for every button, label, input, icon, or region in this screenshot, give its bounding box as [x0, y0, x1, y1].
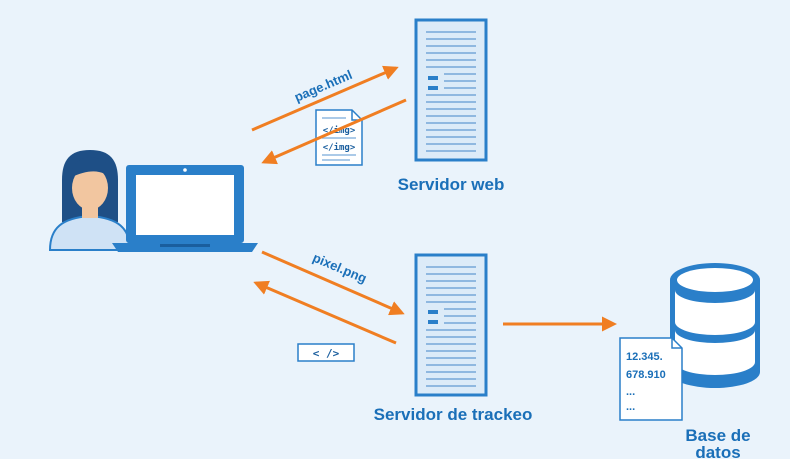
laptop-icon [112, 165, 258, 252]
data-note: 12.345. 678.910 ... ... [619, 337, 683, 421]
database-label-line1: Base de [685, 426, 750, 445]
html-doc-line2: </img> [323, 142, 356, 153]
data-note-line2: 678.910 [626, 369, 666, 381]
database-label-line2: datos [695, 443, 740, 459]
web-server-icon [414, 18, 488, 162]
arrow-request-pixel [261, 250, 405, 316]
user-icon [48, 150, 132, 251]
database-icon [670, 263, 760, 388]
data-note-line3: ... [626, 386, 635, 398]
code-tag-icon: < /> [297, 343, 355, 362]
web-server-label: Servidor web [398, 175, 505, 194]
code-tag-text: < /> [313, 347, 340, 360]
data-note-line4: ... [626, 401, 635, 413]
pixel-png-label: pixel.png [311, 250, 369, 286]
arrow-response-page [261, 98, 407, 165]
tracking-server-label: Servidor de trackeo [374, 405, 533, 424]
tracking-server-icon [414, 253, 488, 397]
data-note-line1: 12.345. [626, 351, 663, 363]
arrow-response-pixel [253, 280, 397, 345]
arrow-request-page [251, 65, 399, 132]
